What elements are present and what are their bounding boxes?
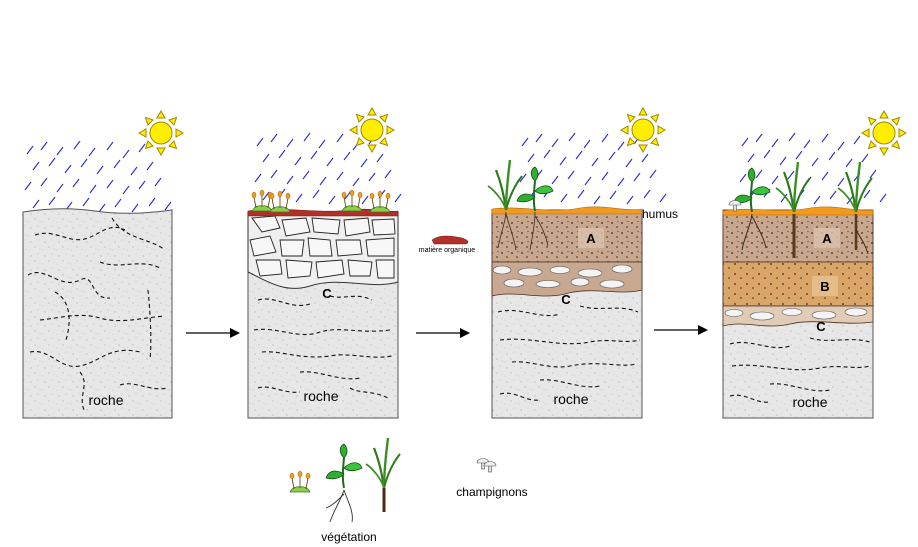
organic-matter-label: matière organique	[419, 247, 476, 254]
plant-icon	[366, 438, 400, 488]
moss-icon	[270, 191, 290, 212]
horizon-b-layer	[723, 262, 873, 306]
panel-3-young-soil: humus A C roche	[488, 160, 678, 418]
weather-panel-2	[255, 108, 401, 204]
horizon-a-label: A	[586, 231, 596, 246]
rock-label: roche	[553, 391, 588, 407]
plant-icon	[734, 168, 770, 212]
sun-icon	[350, 108, 394, 152]
horizon-a-label: A	[822, 231, 832, 246]
organic-matter-legend: matière organique	[419, 236, 476, 254]
rock-label: roche	[792, 394, 827, 410]
rain-icon	[25, 141, 171, 212]
sun-icon	[139, 111, 183, 155]
moss-icon	[290, 471, 310, 492]
humus-label: humus	[642, 207, 678, 221]
moss-icon	[370, 191, 390, 212]
plant-icon	[838, 162, 872, 212]
panel-2-weathering: C roche	[248, 190, 398, 418]
sun-icon	[862, 111, 906, 155]
roots	[326, 490, 352, 522]
vegetation-label: végétation	[321, 530, 376, 544]
arrow-right-icon	[416, 328, 470, 338]
humus-layer	[723, 207, 873, 215]
horizon-a-layer	[492, 210, 642, 262]
vegetation-legend: végétation	[290, 438, 400, 544]
arrow-right-icon	[186, 328, 240, 338]
horizon-c-label: C	[561, 292, 571, 307]
mushroom-icon	[484, 462, 496, 473]
horizon-b-label: B	[820, 279, 829, 294]
rock-label: roche	[88, 392, 123, 408]
humus-layer	[492, 207, 642, 214]
horizon-c-label: C	[816, 319, 826, 334]
organic-matter-icon	[432, 236, 468, 244]
plant-icon	[488, 160, 522, 210]
plant-icon	[776, 162, 810, 212]
moss-icon	[252, 190, 272, 211]
weather-panel-1	[25, 111, 183, 212]
sun-icon	[621, 108, 665, 152]
rock-label: roche	[303, 388, 338, 404]
arrow-right-icon	[654, 325, 708, 335]
plant-icon	[326, 444, 362, 488]
panel-4-mature-soil: A B C roche	[723, 162, 873, 418]
mushrooms-label: champignons	[456, 485, 527, 499]
mushrooms-legend: champignons	[456, 459, 527, 500]
horizon-c-label: C	[322, 286, 332, 301]
plant-icon	[517, 167, 553, 211]
moss-icon	[342, 190, 362, 211]
panel-1-bare-rock: roche	[23, 209, 172, 418]
